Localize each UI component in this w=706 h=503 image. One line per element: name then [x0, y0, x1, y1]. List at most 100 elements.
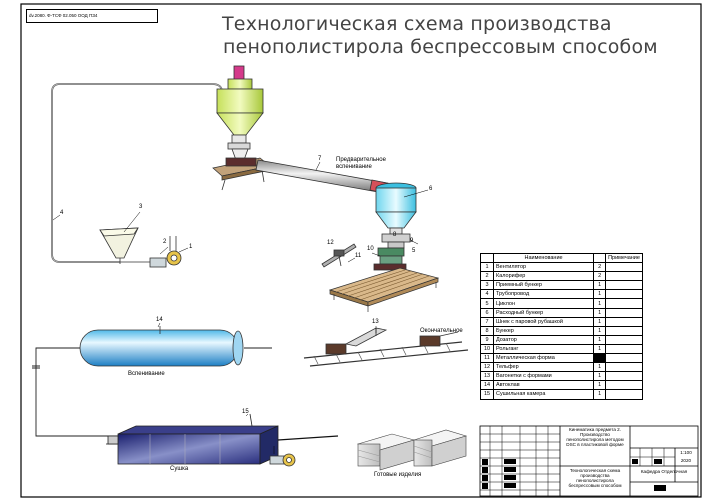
spec-header-row: Наименование Примечание: [480, 252, 643, 264]
spec-name: Калорифер: [492, 271, 595, 282]
spec-note: [605, 371, 643, 382]
bunker: [373, 182, 417, 271]
fan-heater-unit: [120, 236, 182, 268]
cyclone: [216, 65, 264, 161]
spec-qty: 2: [593, 271, 607, 282]
spec-name: Автоклав: [492, 380, 595, 391]
spec-header-num: [480, 252, 494, 264]
spec-header-note: Примечание: [605, 252, 643, 264]
pos-label-5: 5: [412, 248, 416, 254]
caption-final-foaming: Окончательное: [420, 328, 463, 334]
spec-num: 11: [480, 353, 494, 364]
title-block-drawing-name: Технологическая схема производства пеноп…: [568, 468, 622, 488]
spec-num: 7: [480, 316, 494, 327]
spec-qty: 1: [593, 307, 607, 318]
pos-label-12: 12: [327, 240, 334, 246]
autoclave: [79, 326, 244, 367]
spec-num: 5: [480, 298, 494, 309]
spec-qty: 1: [593, 325, 607, 336]
spec-name: Приемный бункер: [492, 280, 595, 291]
drawing-stamp: dv.2080. Ф-ТСФ 02.050 ООД ПЗ4: [26, 9, 158, 23]
page-title-line-2: пенополистирола беспрессовым способом: [223, 36, 658, 58]
telpher: [321, 243, 357, 268]
finished-products: [356, 429, 468, 471]
spec-note: [605, 353, 643, 364]
leader-lines: [52, 161, 429, 454]
title-block-org: Кафедра Отделочная: [640, 469, 688, 474]
title-block-year: 2020: [680, 458, 692, 463]
spec-num: 9: [480, 334, 494, 345]
spec-note: [605, 334, 643, 345]
spec-name: Сушильная камера: [492, 389, 595, 400]
spec-qty: 1: [593, 316, 607, 327]
spec-name: Металлическая форма: [492, 353, 595, 364]
pos-label-7: 7: [318, 156, 322, 162]
pos-label-2: 2: [163, 239, 167, 245]
pos-label-10: 10: [367, 246, 374, 252]
spec-name: Расходный бункер: [492, 307, 595, 318]
roller-conveyor: [328, 267, 440, 312]
autoclave-piping: [32, 347, 272, 437]
spec-num: 3: [480, 280, 494, 291]
pos-label-11: 11: [355, 253, 362, 259]
fan-heater-unit-bottom: [269, 449, 296, 467]
spec-note: [605, 271, 643, 282]
pos-label-14: 14: [156, 317, 163, 323]
sheet-border: [20, 3, 702, 498]
title-block-scale: 1:100: [680, 450, 692, 455]
spec-num: 15: [480, 389, 494, 400]
spec-name: Вагонетки с формами: [492, 371, 595, 382]
spec-name: Бункер: [492, 325, 595, 336]
spec-qty: 1: [593, 334, 607, 345]
spec-qty: 1: [593, 380, 607, 391]
spec-num: 13: [480, 371, 494, 382]
spec-note: [605, 280, 643, 291]
spec-num: 4: [480, 289, 494, 300]
spec-name: Трубопровод: [492, 289, 595, 300]
pos-label-6: 6: [429, 186, 433, 192]
spec-qty: 1: [593, 371, 607, 382]
feed-hopper: [99, 227, 139, 264]
pos-label-13: 13: [372, 319, 379, 325]
caption-finished-products: Готовые изделия: [374, 472, 422, 478]
pos-label-8: 8: [393, 232, 397, 238]
spec-note: [605, 389, 643, 400]
title-block: [479, 425, 699, 497]
spec-qty: 1: [593, 343, 607, 355]
spec-num: 12: [480, 362, 494, 373]
spec-qty: [593, 353, 607, 364]
spec-qty: 1: [593, 389, 607, 400]
pipeline: [51, 83, 223, 263]
pos-label-15: 15: [242, 409, 249, 415]
spec-qty: 1: [593, 298, 607, 309]
pos-label-4: 4: [60, 210, 64, 216]
spec-note: [605, 362, 643, 373]
spec-header-qty: [593, 252, 607, 264]
pos-label-9: 9: [410, 238, 414, 244]
spec-note: [605, 262, 643, 273]
spec-name: Вентилятор: [492, 262, 595, 273]
spec-num: 14: [480, 380, 494, 391]
spec-qty: 2: [593, 262, 607, 273]
drying-chamber: [106, 413, 339, 465]
spec-note: [605, 316, 643, 327]
spec-name: Рольганг: [492, 343, 595, 355]
caption-drying: Сушка: [170, 466, 189, 472]
pos-label-1: 1: [189, 244, 193, 250]
spec-name: Тельфер: [492, 362, 595, 373]
spec-note: [605, 343, 643, 355]
